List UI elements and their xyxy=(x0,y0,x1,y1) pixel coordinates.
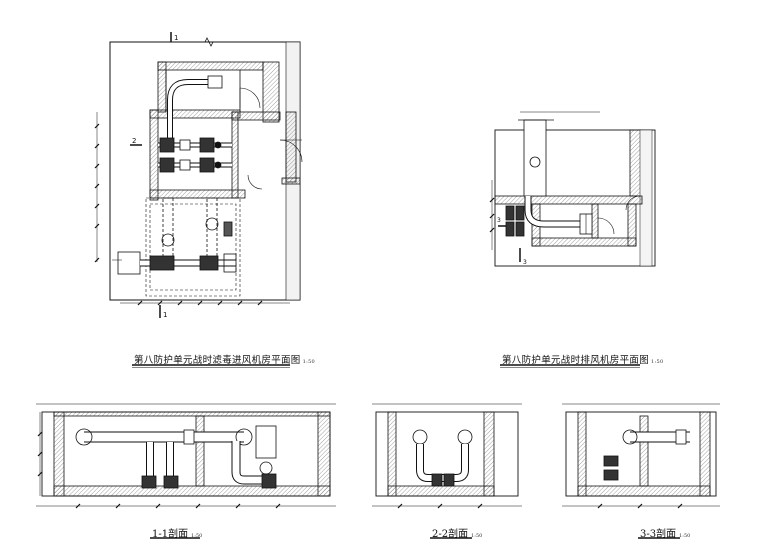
exhaust-plan-title-text: 第八防护单元战时排风机房平面图 xyxy=(502,355,650,366)
section-mark-2-left: 2 xyxy=(132,137,136,145)
exhaust-plan xyxy=(489,111,656,267)
intake-plan-title-text: 第八防护单元战时滤毒进风机房平面图 xyxy=(134,355,301,366)
intake-plan xyxy=(94,32,303,318)
section-mark-3-bottom: 3 xyxy=(523,259,527,266)
section-1-title-text: 1-1剖面 xyxy=(152,529,189,540)
section-1-1 xyxy=(36,403,336,509)
section-mark-1-top: 1 xyxy=(174,34,178,42)
section-2-scale: 1:50 xyxy=(471,533,483,539)
section-3-scale: 1:50 xyxy=(679,533,691,539)
section-3-title-text: 3-3剖面 xyxy=(640,529,677,540)
section-2-2 xyxy=(372,403,522,509)
section-1-scale: 1:50 xyxy=(191,533,203,539)
section-2-title-text: 2-2剖面 xyxy=(432,529,469,540)
intake-plan-scale: 1:50 xyxy=(302,359,316,365)
section-mark-1-bottom: 1 xyxy=(163,311,167,319)
section-3-3 xyxy=(562,403,720,509)
section-mark-3-left: 3 xyxy=(497,217,501,224)
exhaust-plan-scale: 1:50 xyxy=(651,359,664,365)
